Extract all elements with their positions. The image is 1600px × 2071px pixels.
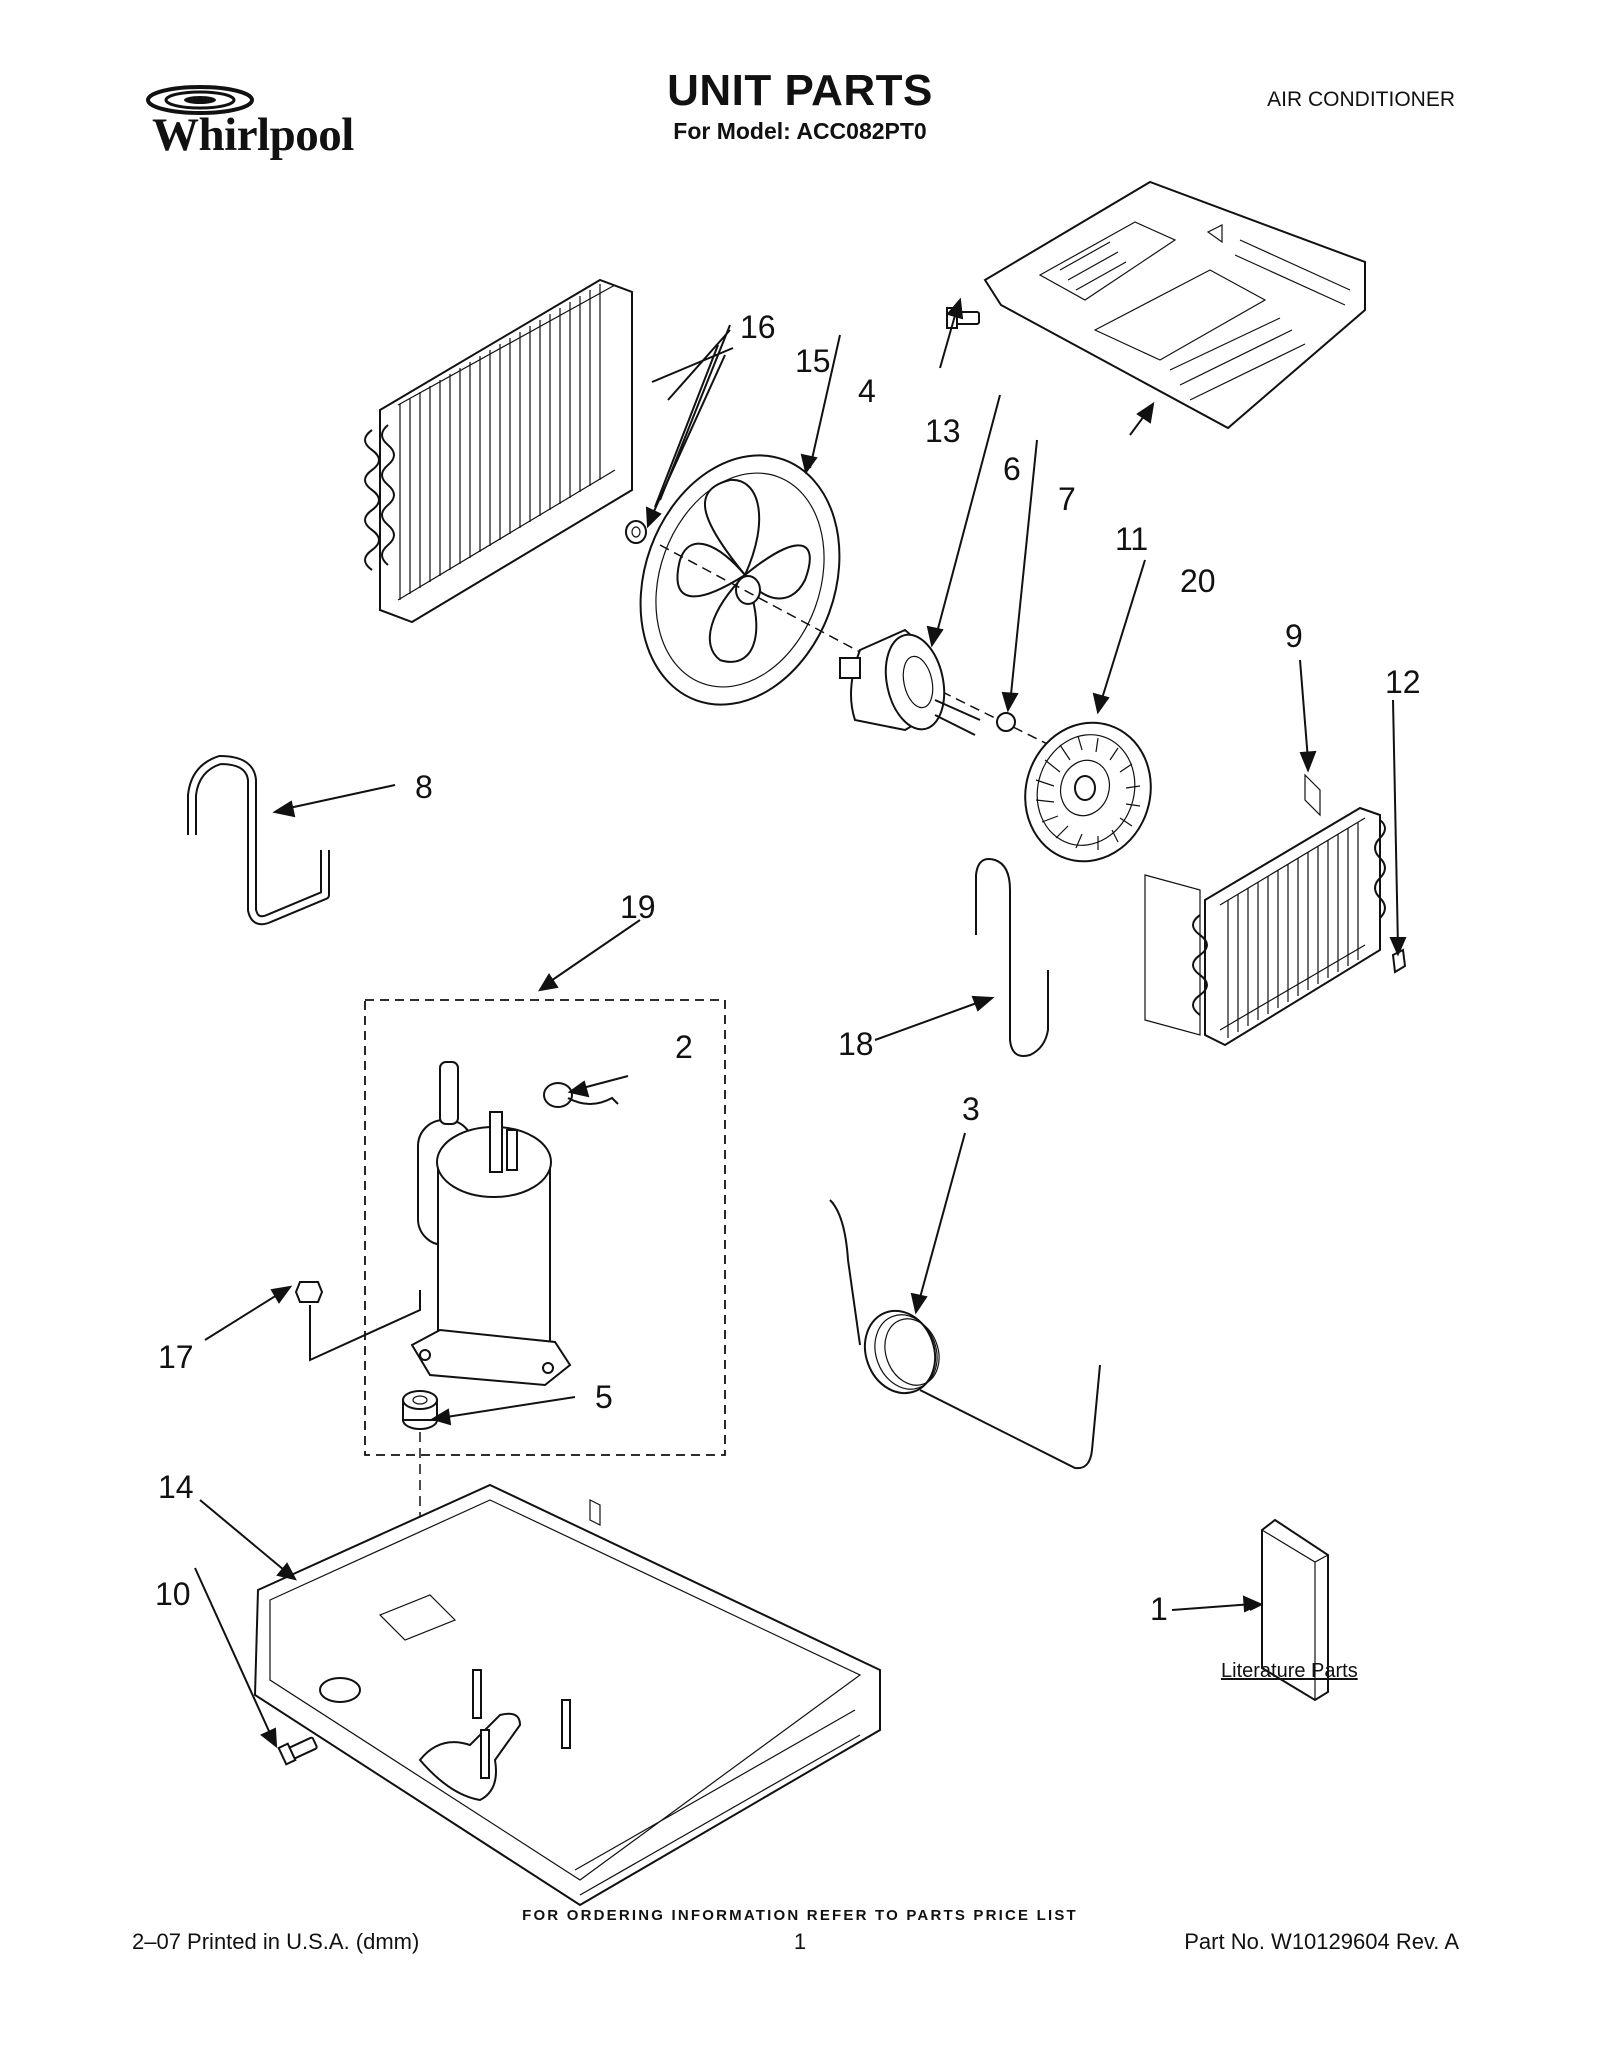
callout-17: 17 <box>158 1339 194 1375</box>
overload-2-part <box>543 1082 619 1108</box>
evaporator-coil-part <box>1144 773 1386 1047</box>
literature-parts-label: Literature Parts <box>1221 1660 1358 1682</box>
callout-3: 3 <box>962 1091 980 1127</box>
tube-8-part <box>187 755 330 926</box>
ordering-note: FOR ORDERING INFORMATION REFER TO PARTS … <box>522 1907 1078 1924</box>
page-title: UNIT PARTS <box>667 66 933 115</box>
part-number: Part No. W10129604 Rev. A <box>1184 1929 1459 1954</box>
grommet-5-part <box>402 1390 438 1430</box>
callout-19: 19 <box>620 889 656 925</box>
callout-15: 15 <box>795 343 831 379</box>
nut-17-part <box>294 1281 421 1362</box>
callout-4: 4 <box>858 373 876 409</box>
fan-motor-part <box>839 628 981 736</box>
callout-12: 12 <box>1385 664 1421 700</box>
brand-logo: Whirlpool <box>152 109 354 161</box>
callout-10: 10 <box>155 1576 191 1612</box>
screw-13-part <box>946 307 980 329</box>
print-info: 2–07 Printed in U.S.A. (dmm) <box>132 1929 420 1954</box>
model-subtitle: For Model: ACC082PT0 <box>673 118 927 144</box>
condenser-coil-part <box>364 278 633 624</box>
blower-wheel-part <box>1024 721 1152 863</box>
callout-20: 20 <box>1180 563 1216 599</box>
tube-18-part <box>975 858 1049 1057</box>
callout-9: 9 <box>1285 618 1303 654</box>
compressor-kit-boundary <box>364 999 726 1456</box>
leader-lines <box>194 297 1407 1749</box>
nut-7-part <box>996 712 1016 732</box>
callout-11: 11 <box>1115 521 1148 557</box>
callout-18: 18 <box>838 1026 874 1062</box>
compressor-part <box>410 1061 572 1387</box>
callout-7: 7 <box>1058 481 1076 517</box>
callout-8: 8 <box>415 769 433 805</box>
callout-2: 2 <box>675 1029 693 1065</box>
top-panel-part <box>983 180 1366 430</box>
page-number: 1 <box>793 1929 807 1954</box>
fan-shroud-part <box>639 454 841 706</box>
callout-1: 1 <box>1150 1591 1168 1627</box>
callout-14: 14 <box>158 1469 194 1505</box>
leader-16 <box>651 347 734 383</box>
screw-10-part <box>277 1736 318 1766</box>
capillary-tube-3-part <box>829 1199 1101 1470</box>
callout-13: 13 <box>925 413 961 449</box>
literature-part <box>1261 1518 1329 1702</box>
callout-6: 6 <box>1003 451 1021 487</box>
base-pan-part <box>253 1483 881 1907</box>
logo-swirl-icon <box>146 85 254 115</box>
callout-16: 16 <box>740 309 776 345</box>
callout-5: 5 <box>595 1379 613 1415</box>
nut-15-part <box>625 520 647 544</box>
product-category: AIR CONDITIONER <box>1267 88 1455 111</box>
